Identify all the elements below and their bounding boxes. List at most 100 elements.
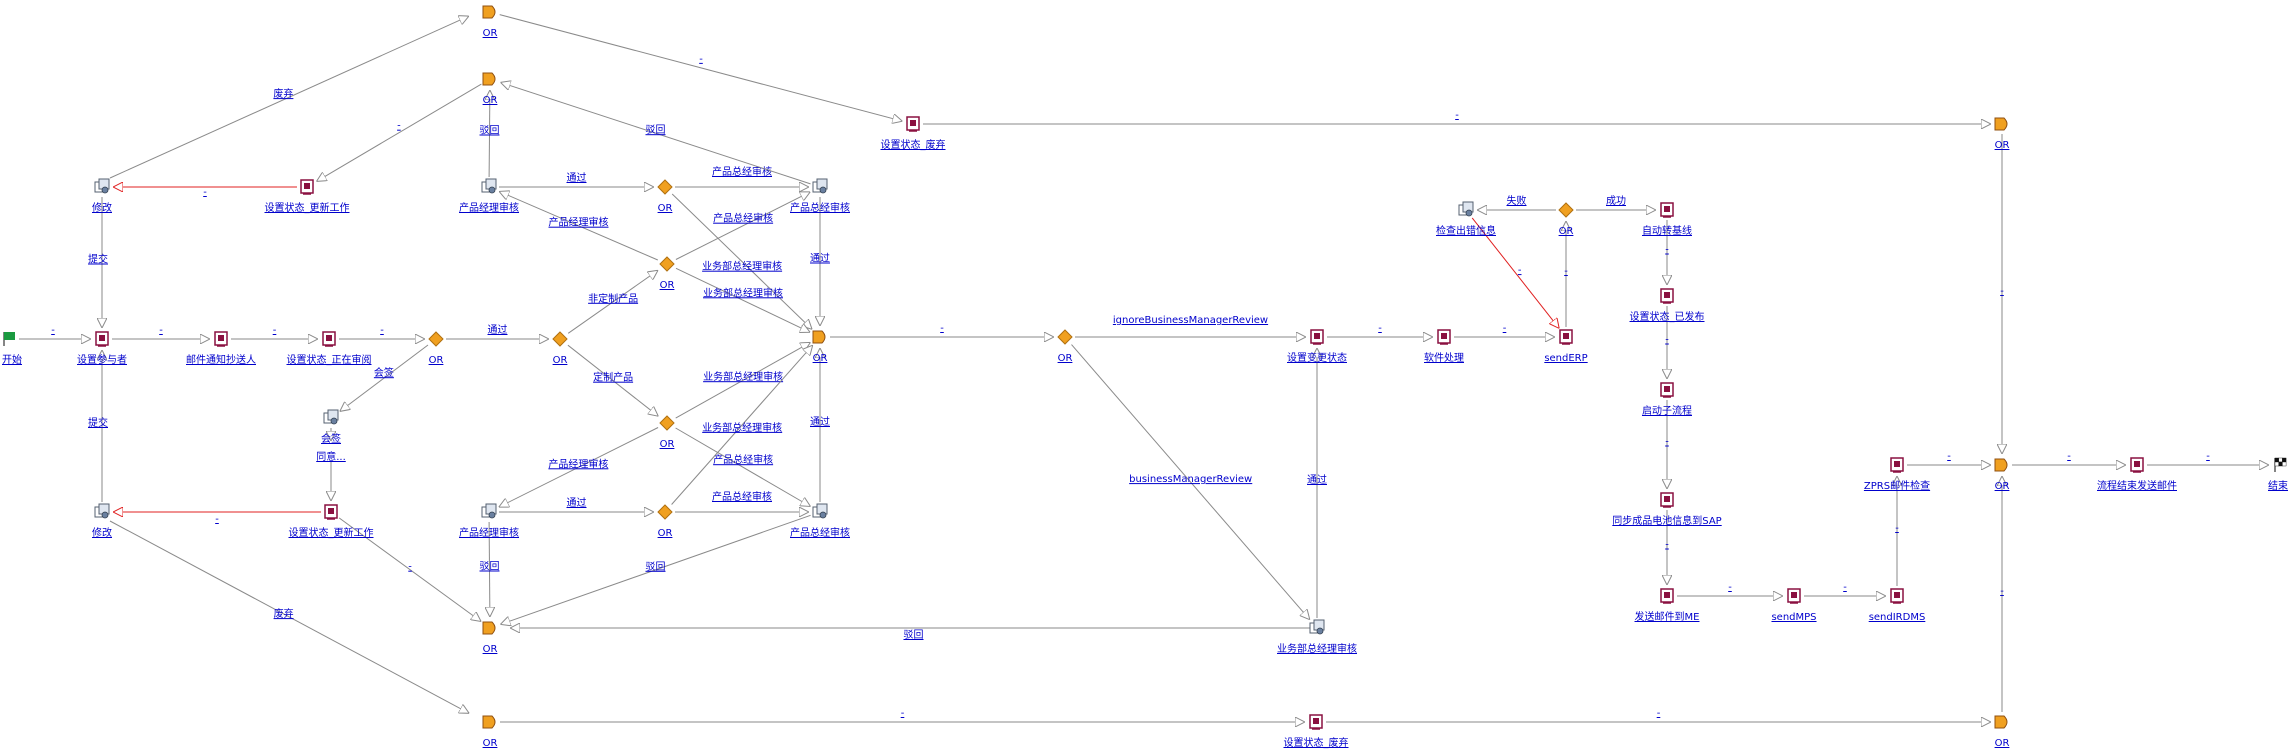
node-label[interactable]: 会签	[321, 432, 341, 445]
edge-label[interactable]: 会签	[374, 366, 394, 379]
edge-label[interactable]: 失败	[1507, 194, 1527, 207]
node-label[interactable]: OR	[1559, 226, 1574, 237]
edge-label[interactable]: 产品总经审核	[713, 212, 773, 225]
node-set-update-bot[interactable]: 设置状态_更新工作	[289, 504, 374, 539]
edge-label[interactable]: -	[397, 121, 401, 132]
edge-label[interactable]: -	[1503, 323, 1507, 334]
edge-label[interactable]: -	[1947, 451, 1951, 462]
edge-label[interactable]: 业务部总经理审核	[703, 370, 783, 383]
node-or-bottom[interactable]: OR	[482, 715, 498, 749]
edge-label[interactable]: -	[699, 54, 703, 65]
node-end[interactable]: 结束	[2268, 457, 2288, 492]
node-send-erp[interactable]: sendERP	[1544, 329, 1588, 364]
node-label[interactable]: 设置状态_废弃	[881, 138, 946, 151]
edge-label[interactable]: -	[1665, 245, 1669, 256]
node-label[interactable]: sendMPS	[1771, 612, 1816, 623]
node-label[interactable]: 流程结束发送邮件	[2097, 479, 2177, 492]
node-label[interactable]: sendERP	[1544, 353, 1587, 364]
node-label[interactable]: OR	[1995, 481, 2010, 492]
node-label[interactable]: 结束	[2268, 479, 2288, 492]
node-label[interactable]: 产品经理审核	[459, 526, 519, 539]
edge-label[interactable]: -	[203, 187, 207, 198]
node-label[interactable]: 产品总经审核	[790, 201, 850, 214]
edge-label[interactable]: -	[1665, 540, 1669, 551]
edge-label[interactable]: -	[1564, 266, 1568, 277]
node-label[interactable]: OR	[483, 95, 498, 106]
node-label[interactable]: 设置变更状态	[1287, 351, 1347, 364]
node-pgm-review-bot[interactable]: 产品总经审核	[790, 503, 850, 539]
node-label[interactable]: OR	[660, 280, 675, 291]
node-label[interactable]: OR	[1995, 140, 2010, 151]
edge-label[interactable]: -	[2000, 286, 2004, 297]
node-set-changed[interactable]: 设置变更状态	[1287, 329, 1347, 364]
node-g-bot1[interactable]: OR	[659, 415, 675, 450]
node-label[interactable]: 软件处理	[1424, 351, 1464, 364]
edge-label[interactable]: 提交	[88, 253, 108, 266]
node-or-center[interactable]: OR	[812, 330, 828, 364]
edge-label[interactable]: 驳回	[646, 561, 666, 573]
node-label[interactable]: OR	[660, 439, 675, 450]
node-label[interactable]: 同步成品电池信息到SAP	[1612, 514, 1721, 527]
node-label[interactable]: OR	[553, 355, 568, 366]
edge-label[interactable]: -	[1455, 110, 1459, 121]
node-label[interactable]: OR	[658, 528, 673, 539]
edge-label[interactable]: 业务部总经理审核	[702, 260, 782, 273]
edge-label[interactable]: 产品总经审核	[713, 453, 773, 466]
node-label[interactable]: OR	[429, 355, 444, 366]
node-g-biz[interactable]: OR	[1057, 329, 1073, 364]
edge-label[interactable]: -	[2067, 451, 2071, 462]
node-label[interactable]: OR	[1058, 353, 1073, 364]
node-set-abandon-top[interactable]: 设置状态_废弃	[881, 116, 946, 151]
edge-label[interactable]: 业务部总经理审核	[702, 421, 782, 434]
node-pgm-review-top[interactable]: 产品总经审核	[790, 178, 850, 214]
node-sync-sap[interactable]: 同步成品电池信息到SAP	[1612, 492, 1722, 527]
node-set-update-top[interactable]: 设置状态_更新工作	[265, 179, 350, 214]
node-or-bot-left[interactable]: OR	[482, 621, 498, 655]
edge-label[interactable]: -	[215, 514, 219, 525]
node-or-top1[interactable]: OR	[482, 5, 498, 39]
node-g-bot2[interactable]: OR	[657, 504, 673, 539]
node-label[interactable]: 邮件通知抄送人	[186, 353, 256, 366]
edge-label[interactable]: 通过	[1307, 473, 1327, 486]
edge-label[interactable]: -	[901, 708, 905, 719]
node-or-right-bot[interactable]: OR	[1994, 715, 2010, 749]
node-label[interactable]: 修改	[92, 201, 112, 214]
node-set-released[interactable]: 设置状态_已发布	[1630, 288, 1705, 323]
node-end-mail[interactable]: 流程结束发送邮件	[2097, 457, 2177, 492]
edge-label[interactable]: 驳回	[646, 124, 666, 136]
node-label[interactable]: 开始	[2, 353, 22, 366]
node-set-reviewing[interactable]: 设置状态_正在审阅	[287, 331, 372, 366]
node-g-top2[interactable]: OR	[659, 256, 675, 291]
edge-label[interactable]: -	[2000, 586, 2004, 597]
node-label[interactable]: 产品经理审核	[459, 201, 519, 214]
node-sign[interactable]: 会签	[321, 409, 341, 445]
edge-label[interactable]: 产品总经审核	[712, 490, 772, 503]
edge-label[interactable]: -	[1657, 708, 1661, 719]
edge-label[interactable]: 通过	[567, 171, 587, 184]
edge-label[interactable]: businessManagerReview	[1129, 474, 1252, 485]
node-label[interactable]: 设置状态_更新工作	[289, 526, 374, 539]
edge-label[interactable]: 成功	[1606, 195, 1626, 207]
edge-label[interactable]: -	[1843, 582, 1847, 593]
node-g-top1[interactable]: OR	[657, 179, 673, 214]
edge-label[interactable]: 通过	[810, 415, 830, 428]
node-modify-bot[interactable]: 修改	[92, 503, 112, 539]
edge-label[interactable]: 提交	[88, 416, 108, 429]
edge-label[interactable]: -	[51, 325, 55, 336]
node-auto-baseline[interactable]: 自动转基线	[1642, 202, 1692, 237]
edge-label[interactable]: -	[1378, 323, 1382, 334]
node-pm-review-top[interactable]: 产品经理审核	[459, 178, 519, 214]
node-label[interactable]: 启动子流程	[1642, 404, 1692, 417]
edge-label[interactable]: -	[408, 562, 412, 573]
edge-label[interactable]: 通过	[810, 252, 830, 265]
edge-label[interactable]: -	[940, 323, 944, 334]
node-or-main[interactable]: OR	[428, 331, 444, 366]
edge-label[interactable]: 废弃	[274, 607, 294, 620]
edge-label[interactable]: 产品经理审核	[549, 216, 609, 229]
edge-label[interactable]: 通过	[488, 323, 508, 336]
node-label[interactable]: 设置状态_已发布	[1630, 310, 1705, 323]
edge-label[interactable]: 产品总经审核	[712, 165, 772, 178]
node-send-me[interactable]: 发送邮件到ME	[1635, 588, 1700, 623]
edge-label[interactable]: -	[2206, 451, 2210, 462]
edge-label[interactable]: ignoreBusinessManagerReview	[1113, 315, 1268, 326]
